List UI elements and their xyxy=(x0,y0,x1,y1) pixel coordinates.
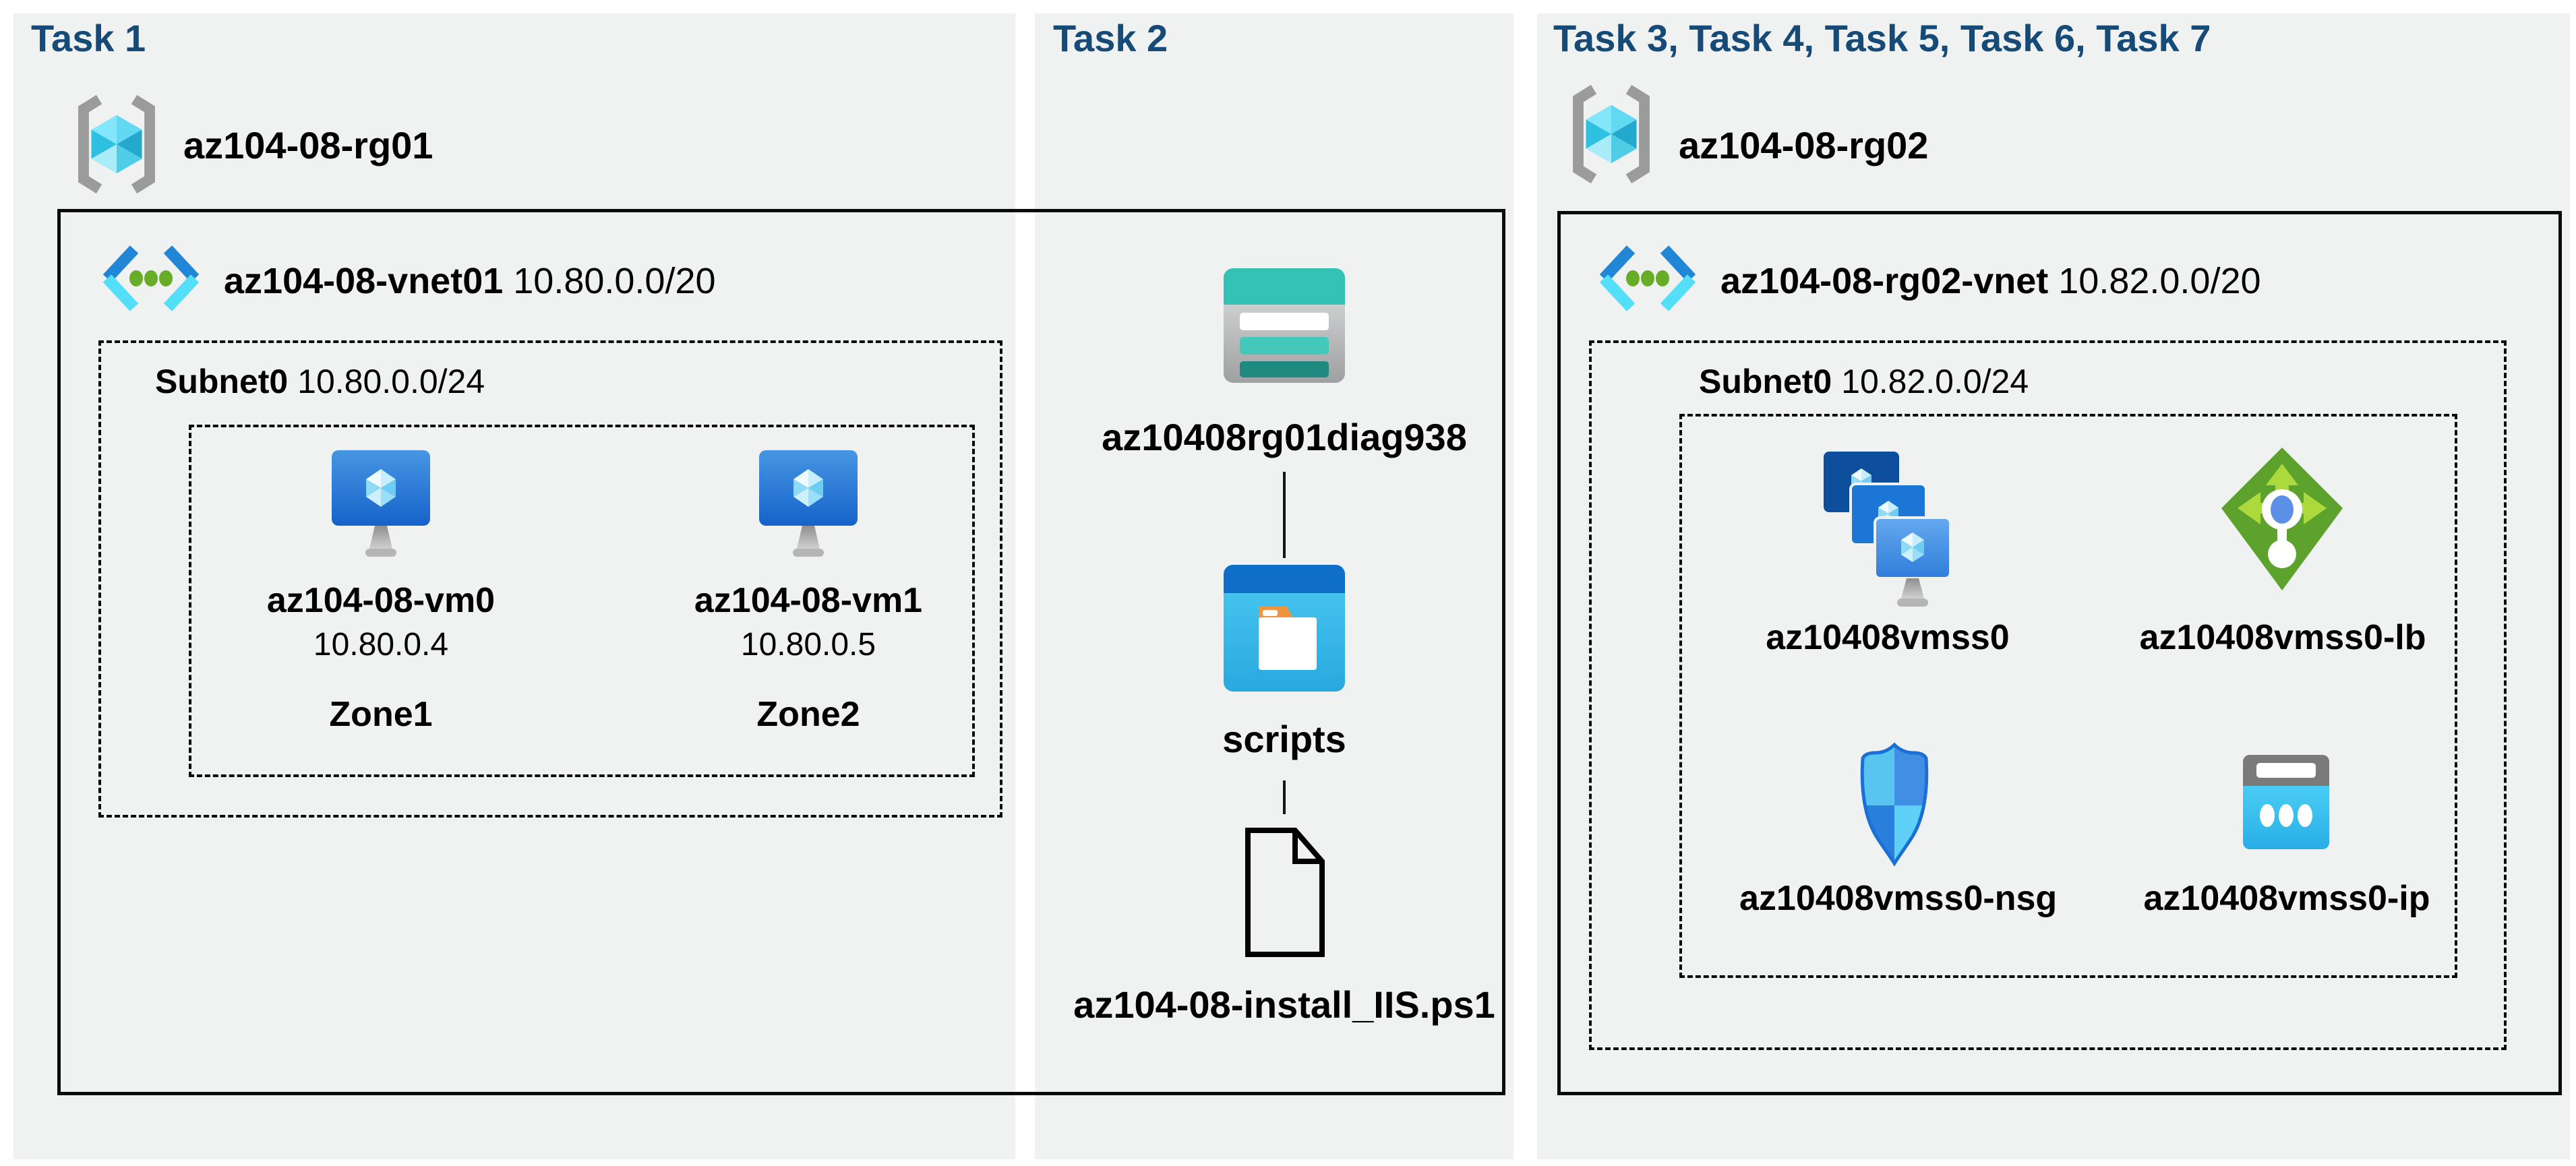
vnet-cidr: 10.82.0.0/20 xyxy=(2058,261,2261,301)
vnet-label: az104-08-rg02-vnet 10.82.0.0/20 xyxy=(1720,260,2261,302)
nsg-label: az10408vmss0-nsg xyxy=(1739,879,2058,918)
resource-group-label: az104-08-rg02 xyxy=(1679,124,1929,166)
virtual-machine-icon xyxy=(332,450,430,557)
nsg-icon xyxy=(1860,742,1929,867)
vm-name: az104-08-vm0 xyxy=(266,581,496,620)
public-ip-icon xyxy=(2243,755,2329,849)
vm-group-box xyxy=(189,425,975,777)
vm-ip: 10.80.0.5 xyxy=(740,627,876,663)
vnet-name: az104-08-vnet01 xyxy=(224,261,514,301)
subnet-name: Subnet0 xyxy=(155,363,298,400)
public-ip-label: az10408vmss0-ip xyxy=(2143,879,2430,918)
script-file-icon xyxy=(1245,828,1325,957)
vnet-label: az104-08-vnet01 10.80.0.0/20 xyxy=(224,260,716,302)
load-balancer-icon xyxy=(2221,448,2343,590)
virtual-machine-icon xyxy=(759,450,858,557)
load-balancer-label: az10408vmss0-lb xyxy=(2139,618,2426,657)
storage-account-icon xyxy=(1224,268,1345,383)
vm-zone: Zone1 xyxy=(329,695,433,734)
vm-name: az104-08-vm1 xyxy=(694,581,923,620)
vm-zone: Zone2 xyxy=(756,695,860,734)
resource-group-label: az104-08-rg01 xyxy=(183,124,433,166)
subnet-label: Subnet0 10.82.0.0/24 xyxy=(1699,362,2029,401)
storage-account-label: az10408rg01diag938 xyxy=(1102,416,1467,458)
connector-line xyxy=(1283,472,1286,558)
vnet-icon xyxy=(1599,245,1696,311)
vnet-cidr: 10.80.0.0/20 xyxy=(513,261,716,301)
task3-heading: Task 3, Task 4, Task 5, Task 6, Task 7 xyxy=(1553,17,2211,59)
task3-panel xyxy=(1537,13,2570,1159)
subnet-label: Subnet0 10.80.0.0/24 xyxy=(155,362,485,401)
vmss-label: az10408vmss0 xyxy=(1766,618,2010,657)
script-file-label: az104-08-install_IIS.ps1 xyxy=(1073,983,1495,1026)
vmss-icon xyxy=(1824,452,1952,607)
subnet-box xyxy=(1589,340,2507,1050)
resource-group-icon xyxy=(1573,84,1650,184)
task2-heading: Task 2 xyxy=(1053,17,1168,59)
blob-container-icon xyxy=(1224,565,1345,692)
container-label: scripts xyxy=(1222,718,1346,760)
vnet-name: az104-08-rg02-vnet xyxy=(1720,261,2059,301)
subnet-cidr: 10.80.0.0/24 xyxy=(297,363,485,400)
subnet-name: Subnet0 xyxy=(1699,363,1842,400)
vnet-box xyxy=(1557,211,2562,1095)
task1-panel xyxy=(13,13,1015,1159)
vnet-box xyxy=(57,209,1505,1095)
subnet-cidr: 10.82.0.0/24 xyxy=(1841,363,2029,400)
vm-ip: 10.80.0.4 xyxy=(313,627,449,663)
connector-line xyxy=(1283,780,1286,814)
subnet-box xyxy=(98,340,1002,818)
task1-heading: Task 1 xyxy=(31,17,146,59)
resource-group-icon xyxy=(78,94,155,194)
vmss-group-box xyxy=(1679,414,2457,978)
vnet-icon xyxy=(102,245,200,311)
